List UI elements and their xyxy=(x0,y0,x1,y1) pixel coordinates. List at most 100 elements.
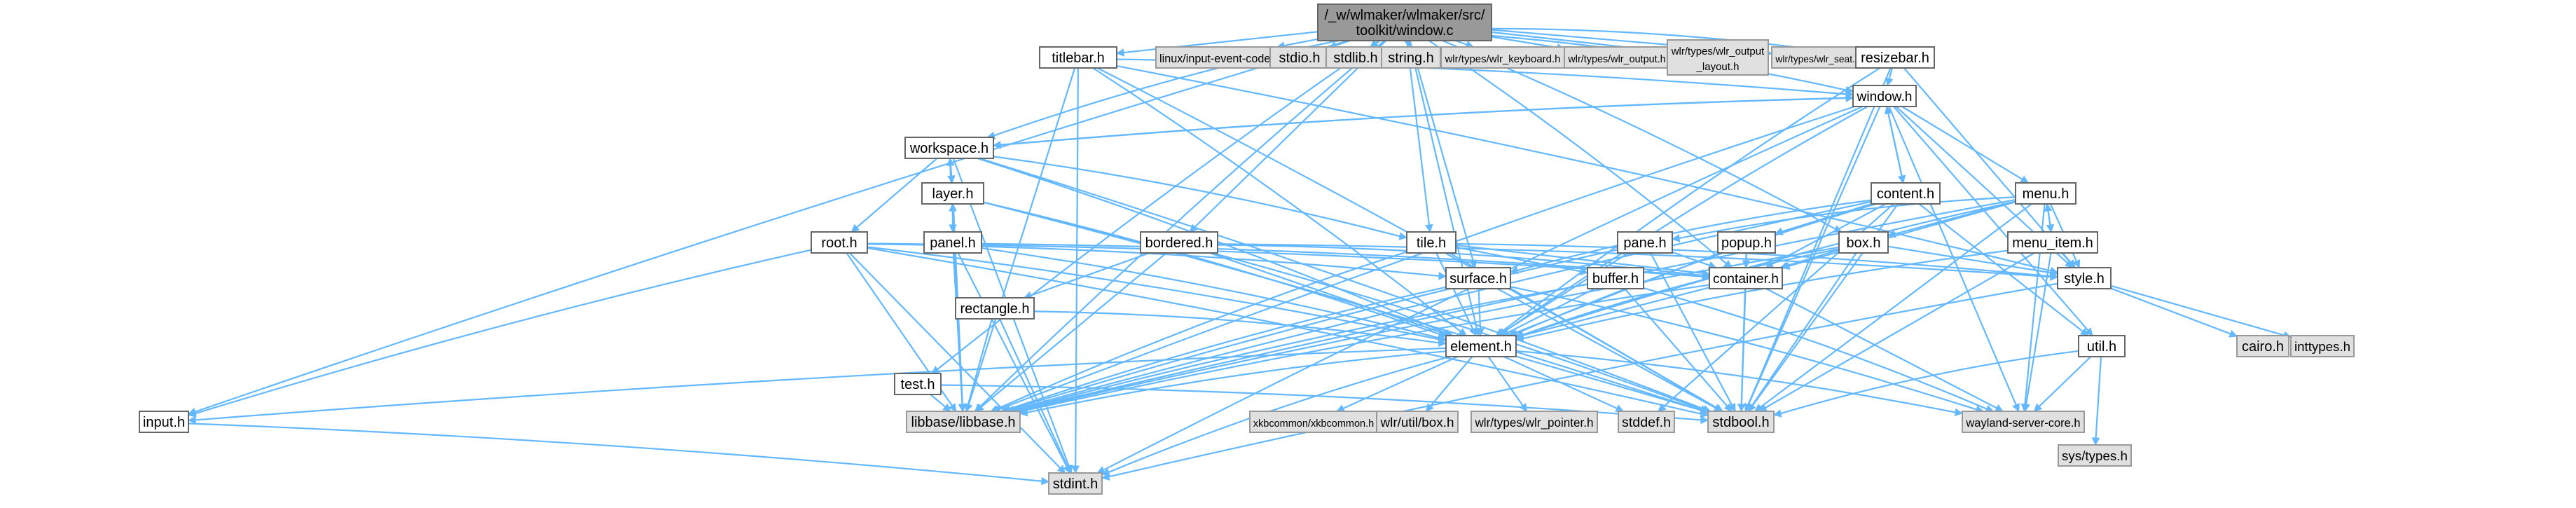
node-root-h[interactable]: root.h xyxy=(811,231,868,254)
node-box[interactable] xyxy=(139,411,189,433)
node-box[interactable] xyxy=(1667,39,1769,76)
node-linux-input[interactable]: linux/input-event-codes.h xyxy=(1155,46,1290,69)
edge-line xyxy=(2025,252,2052,405)
node-element[interactable]: element.h xyxy=(1445,335,1517,357)
node-resizebar[interactable]: resizebar.h xyxy=(1855,46,1935,69)
node-box[interactable] xyxy=(1852,85,1917,107)
node-box[interactable] xyxy=(894,373,942,395)
node-pane[interactable]: pane.h xyxy=(1617,231,1673,254)
node-util[interactable]: util.h xyxy=(2078,335,2126,357)
node-box[interactable] xyxy=(1039,46,1117,69)
node-titlebar[interactable]: titlebar.h xyxy=(1039,46,1117,69)
node-box[interactable] xyxy=(1962,411,2085,433)
node-box[interactable] xyxy=(1855,46,1935,69)
node-wayland[interactable]: wayland-server-core.h xyxy=(1962,411,2085,433)
edge-line xyxy=(1123,31,1318,54)
node-buffer[interactable]: buffer.h xyxy=(1587,267,1644,289)
node-label: wlr/util/box.h xyxy=(1380,416,1454,430)
node-box[interactable] xyxy=(1376,411,1459,433)
node-box[interactable] xyxy=(1717,231,1776,254)
node-bordered[interactable]: bordered.h xyxy=(1140,231,1218,254)
node-box[interactable] xyxy=(2007,231,2098,254)
node-box[interactable] xyxy=(2290,335,2355,357)
node-wlr-output-layout[interactable]: wlr/types/wlr_output_layout.h xyxy=(1667,39,1769,76)
node-box[interactable] xyxy=(1317,4,1492,41)
node-box[interactable] xyxy=(1325,46,1386,69)
node-menu[interactable]: menu.h xyxy=(2015,182,2076,205)
node-box[interactable] xyxy=(1440,46,1565,69)
node-box[interactable] xyxy=(923,231,982,254)
node-wlr-keyboard[interactable]: wlr/types/wlr_keyboard.h xyxy=(1440,46,1565,69)
node-stdint[interactable]: stdint.h xyxy=(1048,472,1103,495)
edge-arrowhead xyxy=(2012,403,2020,413)
node-layer[interactable]: layer.h xyxy=(921,182,984,205)
node-window[interactable]: window.h xyxy=(1852,85,1917,107)
node-workspace[interactable]: workspace.h xyxy=(904,137,994,159)
node-box[interactable] xyxy=(1140,231,1218,254)
edge-line xyxy=(1514,252,1720,334)
node-box[interactable] xyxy=(904,137,994,159)
node-box[interactable] xyxy=(811,231,868,254)
node-libbase[interactable]: libbase/libbase.h xyxy=(906,411,1021,433)
node-box[interactable] xyxy=(1048,472,1103,495)
node-input[interactable]: input.h xyxy=(139,411,189,433)
edge-arrowhead xyxy=(1515,331,1524,340)
node-box[interactable] xyxy=(1707,411,1775,433)
node-box[interactable] xyxy=(1564,46,1670,69)
node-popup[interactable]: popup.h xyxy=(1717,231,1776,254)
node-label: xkbcommon/xkbcommon.h xyxy=(1253,418,1374,430)
node-box[interactable] xyxy=(2015,182,2076,205)
node-root[interactable]: /_w/wlmaker/wlmaker/src/toolkit/window.c xyxy=(1317,4,1492,41)
node-box[interactable] xyxy=(1587,267,1644,289)
node-box[interactable] xyxy=(1617,231,1673,254)
node-panel[interactable]: panel.h xyxy=(923,231,982,254)
edge-window-to-workspace xyxy=(992,97,1854,149)
node-box[interactable] xyxy=(2058,444,2132,467)
node-inttypes[interactable]: inttypes.h xyxy=(2290,335,2355,357)
node-box[interactable] xyxy=(1155,46,1290,69)
edge-line xyxy=(195,347,1447,421)
node-menu-item[interactable]: menu_item.h xyxy=(2007,231,2098,254)
node-box[interactable] xyxy=(955,297,1035,320)
node-box[interactable]: box.h xyxy=(1838,231,1889,254)
node-box[interactable] xyxy=(1470,411,1598,433)
node-wlr-pointer[interactable]: wlr/types/wlr_pointer.h xyxy=(1470,411,1598,433)
node-wlr-seat[interactable]: wlr/types/wlr_seat.h xyxy=(1771,46,1865,69)
node-box[interactable] xyxy=(1406,231,1456,254)
node-stdio[interactable]: stdio.h xyxy=(1269,46,1330,69)
node-wlr-output[interactable]: wlr/types/wlr_output.h xyxy=(1564,46,1670,69)
edge-line xyxy=(979,40,1385,408)
node-box[interactable] xyxy=(1381,46,1441,69)
node-box[interactable] xyxy=(2078,335,2126,357)
node-xkbcommon[interactable]: xkbcommon/xkbcommon.h xyxy=(1249,411,1378,433)
node-surface[interactable]: surface.h xyxy=(1445,267,1511,289)
node-rectangle[interactable]: rectangle.h xyxy=(955,297,1035,320)
node-sys-types[interactable]: sys/types.h xyxy=(2058,444,2132,467)
node-wlr-box[interactable]: wlr/util/box.h xyxy=(1376,411,1459,433)
node-style[interactable]: style.h xyxy=(2057,267,2112,289)
node-cairo[interactable]: cairo.h xyxy=(2236,335,2289,357)
node-tile[interactable]: tile.h xyxy=(1406,231,1456,254)
node-container[interactable]: container.h xyxy=(1709,267,1783,289)
node-box[interactable] xyxy=(1618,411,1675,433)
edge-line xyxy=(1075,67,1079,467)
node-box[interactable] xyxy=(1445,267,1511,289)
node-content[interactable]: content.h xyxy=(1871,182,1941,205)
node-string[interactable]: string.h xyxy=(1381,46,1441,69)
node-box[interactable] xyxy=(2236,335,2289,357)
node-box[interactable] xyxy=(2057,267,2112,289)
node-box[interactable] xyxy=(921,182,984,205)
node-box[interactable] xyxy=(906,411,1021,433)
node-stddef[interactable]: stddef.h xyxy=(1618,411,1675,433)
node-box[interactable] xyxy=(1709,267,1783,289)
node-box[interactable] xyxy=(1771,46,1865,69)
edge-menu-to-pane xyxy=(1671,196,2016,242)
node-box[interactable] xyxy=(1445,335,1517,357)
edge-line xyxy=(1503,355,1618,409)
node-stdbool[interactable]: stdbool.h xyxy=(1707,411,1775,433)
node-box[interactable] xyxy=(1871,182,1941,205)
node-test[interactable]: test.h xyxy=(894,373,942,395)
edge-root-to-element xyxy=(1408,40,1481,337)
node-stdlib[interactable]: stdlib.h xyxy=(1325,46,1386,69)
node-box[interactable] xyxy=(1838,231,1889,254)
